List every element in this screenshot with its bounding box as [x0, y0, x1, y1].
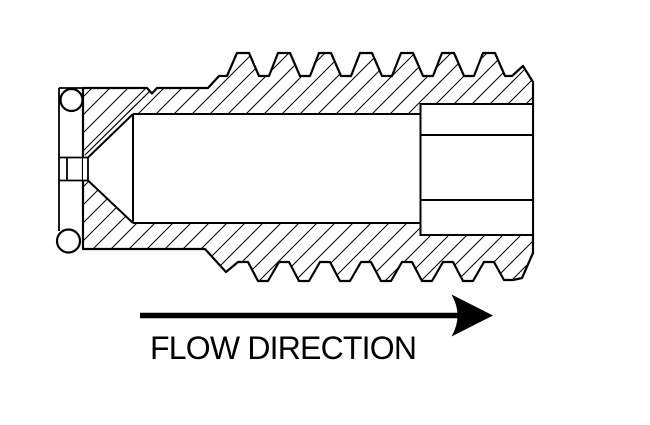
socket-flat-lines	[420, 134, 533, 201]
arrow-head	[451, 294, 493, 337]
inlet-cone-edges	[87, 113, 134, 224]
bore-outline	[132, 113, 420, 224]
o-rings	[55, 87, 84, 254]
socket-opening	[419, 103, 534, 236]
flow-arrow-icon	[140, 294, 493, 337]
o-ring-top-icon	[59, 87, 84, 113]
thread-relief-line	[84, 90, 151, 156]
flow-direction-label: FLOW DIRECTION	[150, 330, 417, 366]
o-ring-bottom-icon	[55, 228, 82, 254]
hex-socket	[419, 103, 534, 236]
bore-cavity	[83, 114, 421, 223]
center-bore	[83, 113, 421, 224]
orifice-lines	[59, 156, 89, 182]
